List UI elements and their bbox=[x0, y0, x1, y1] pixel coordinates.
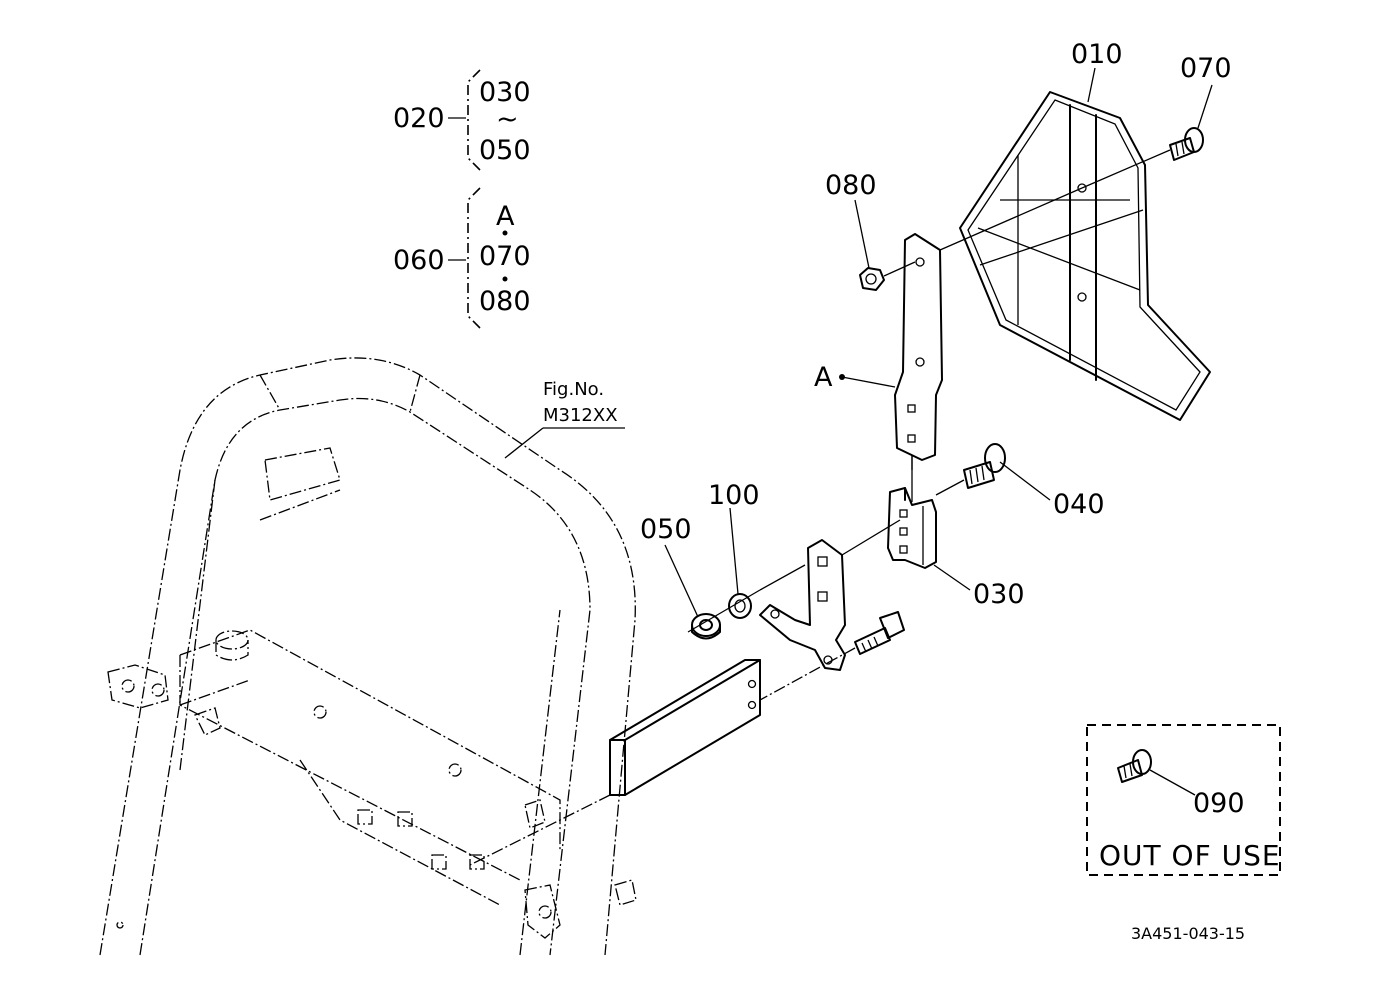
mounting-channel bbox=[469, 659, 761, 866]
out-of-use-label: OUT OF USE bbox=[1099, 839, 1281, 872]
callout-030: 030 bbox=[973, 579, 1025, 610]
spring-washer-100 bbox=[728, 593, 752, 619]
callout-090: 090 bbox=[1193, 788, 1245, 819]
legend-bracket-060 bbox=[448, 187, 508, 329]
legend-item-030: 030 bbox=[479, 77, 531, 108]
fig-reference-label: Fig.No. bbox=[543, 379, 605, 400]
callout-100: 100 bbox=[708, 480, 760, 511]
out-of-use-box bbox=[1086, 724, 1281, 876]
legend-item-050: 050 bbox=[479, 135, 531, 166]
mirror-stay bbox=[894, 233, 943, 470]
mirror-010 bbox=[939, 91, 1211, 421]
rops-frame bbox=[99, 357, 637, 956]
washer-050 bbox=[691, 613, 721, 640]
callout-040: 040 bbox=[1053, 489, 1105, 520]
callout-010: 010 bbox=[1071, 39, 1123, 70]
document-code: 3A451-043-15 bbox=[1131, 924, 1246, 943]
callout-leaders bbox=[664, 67, 1213, 618]
callout-070: 070 bbox=[1180, 53, 1232, 84]
legend-parent-020: 020 bbox=[393, 103, 445, 134]
legend-item-070: 070 bbox=[479, 241, 531, 272]
bracket-plate bbox=[759, 539, 846, 671]
callout-080: 080 bbox=[825, 170, 877, 201]
bolt-070 bbox=[1169, 127, 1204, 161]
legend-item-080: 080 bbox=[479, 286, 531, 317]
legend-tilde: ~ bbox=[496, 104, 519, 135]
callout-A: A bbox=[814, 362, 833, 393]
hinge-bracket-030 bbox=[841, 455, 937, 569]
fig-reference-number: M312XX bbox=[543, 405, 618, 426]
callout-050: 050 bbox=[640, 514, 692, 545]
legend-parent-060: 060 bbox=[393, 245, 445, 276]
legend-bracket-020 bbox=[448, 69, 481, 171]
fig-reference-leader bbox=[504, 427, 625, 459]
bolt-lower bbox=[759, 611, 905, 701]
legend-marker-A: A bbox=[496, 201, 515, 232]
nut-080 bbox=[859, 261, 916, 291]
bolt-040 bbox=[935, 443, 1006, 496]
